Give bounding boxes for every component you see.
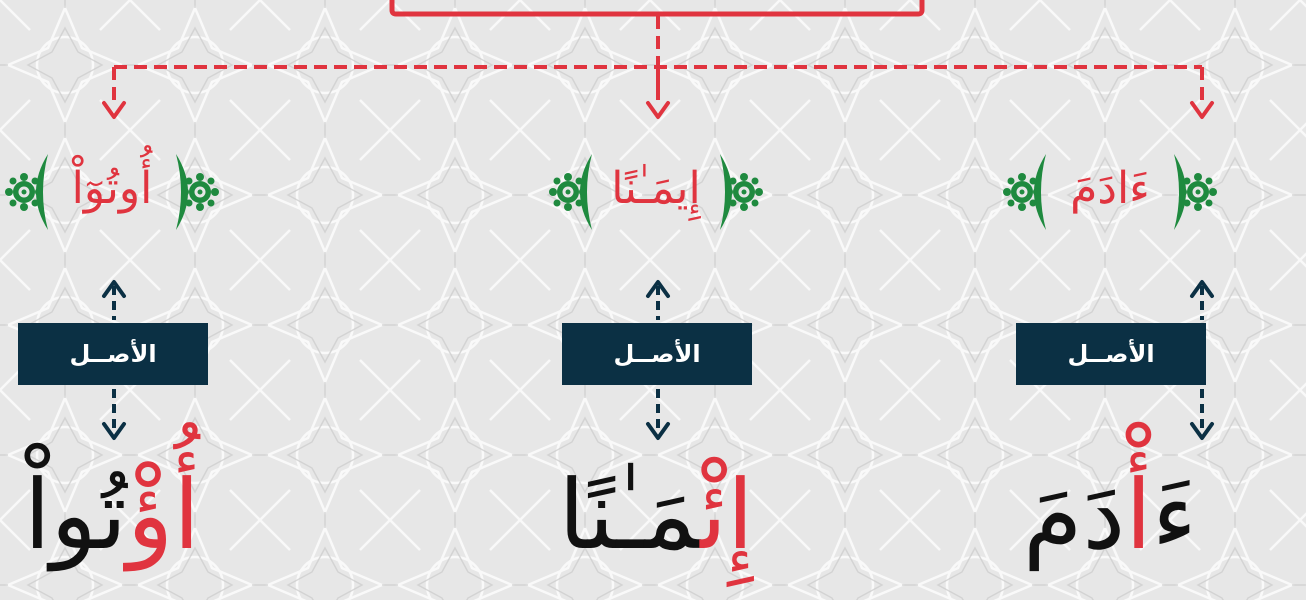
ornamental-bracket-icon: [5, 154, 48, 230]
origin-label: الأصــل: [562, 323, 752, 385]
origin-suffix: دَمَ: [1023, 459, 1126, 571]
origin-label: الأصــل: [1016, 323, 1206, 385]
ornamental-bracket-icon: [549, 154, 592, 230]
quranic-word: إِيمَـٰنًا: [611, 163, 701, 214]
quranic-word: أُوتُوٓاْ: [71, 163, 153, 214]
origin-suffix: مَـٰنًا: [558, 459, 701, 571]
branch-adam: ءَادَمَ الأصــل ءَأْدَمَ: [960, 0, 1260, 600]
origin-word: ءَأْدَمَ: [960, 440, 1260, 590]
origin-highlight: أُؤْ: [126, 459, 200, 571]
ornamental-bracket-icon: [1174, 154, 1217, 230]
quranic-quote: ءَادَمَ: [960, 140, 1260, 240]
quranic-word: ءَادَمَ: [1070, 163, 1150, 214]
origin-word: أُؤْتُواْ: [0, 440, 262, 590]
origin-suffix: تُواْ: [23, 459, 127, 571]
origin-highlight: إِئْ: [700, 459, 754, 571]
ornamental-bracket-icon: [1003, 154, 1046, 230]
origin-word: إِئْمَـٰنًا: [506, 440, 806, 590]
top-box-edge: [389, 0, 925, 17]
ornamental-bracket-icon: [720, 154, 763, 230]
branch-utu: أُوتُوٓاْ الأصــل أُؤْتُواْ: [0, 0, 262, 600]
quranic-quote: أُوتُوٓاْ: [0, 140, 262, 240]
branch-imanan: إِيمَـٰنًا الأصــل إِئْمَـٰنًا: [506, 0, 806, 600]
origin-prefix: ءَ: [1151, 459, 1197, 571]
origin-label: الأصــل: [18, 323, 208, 385]
ornamental-bracket-icon: [176, 154, 219, 230]
origin-highlight: أْ: [1125, 459, 1152, 571]
quranic-quote: إِيمَـٰنًا: [506, 140, 806, 240]
